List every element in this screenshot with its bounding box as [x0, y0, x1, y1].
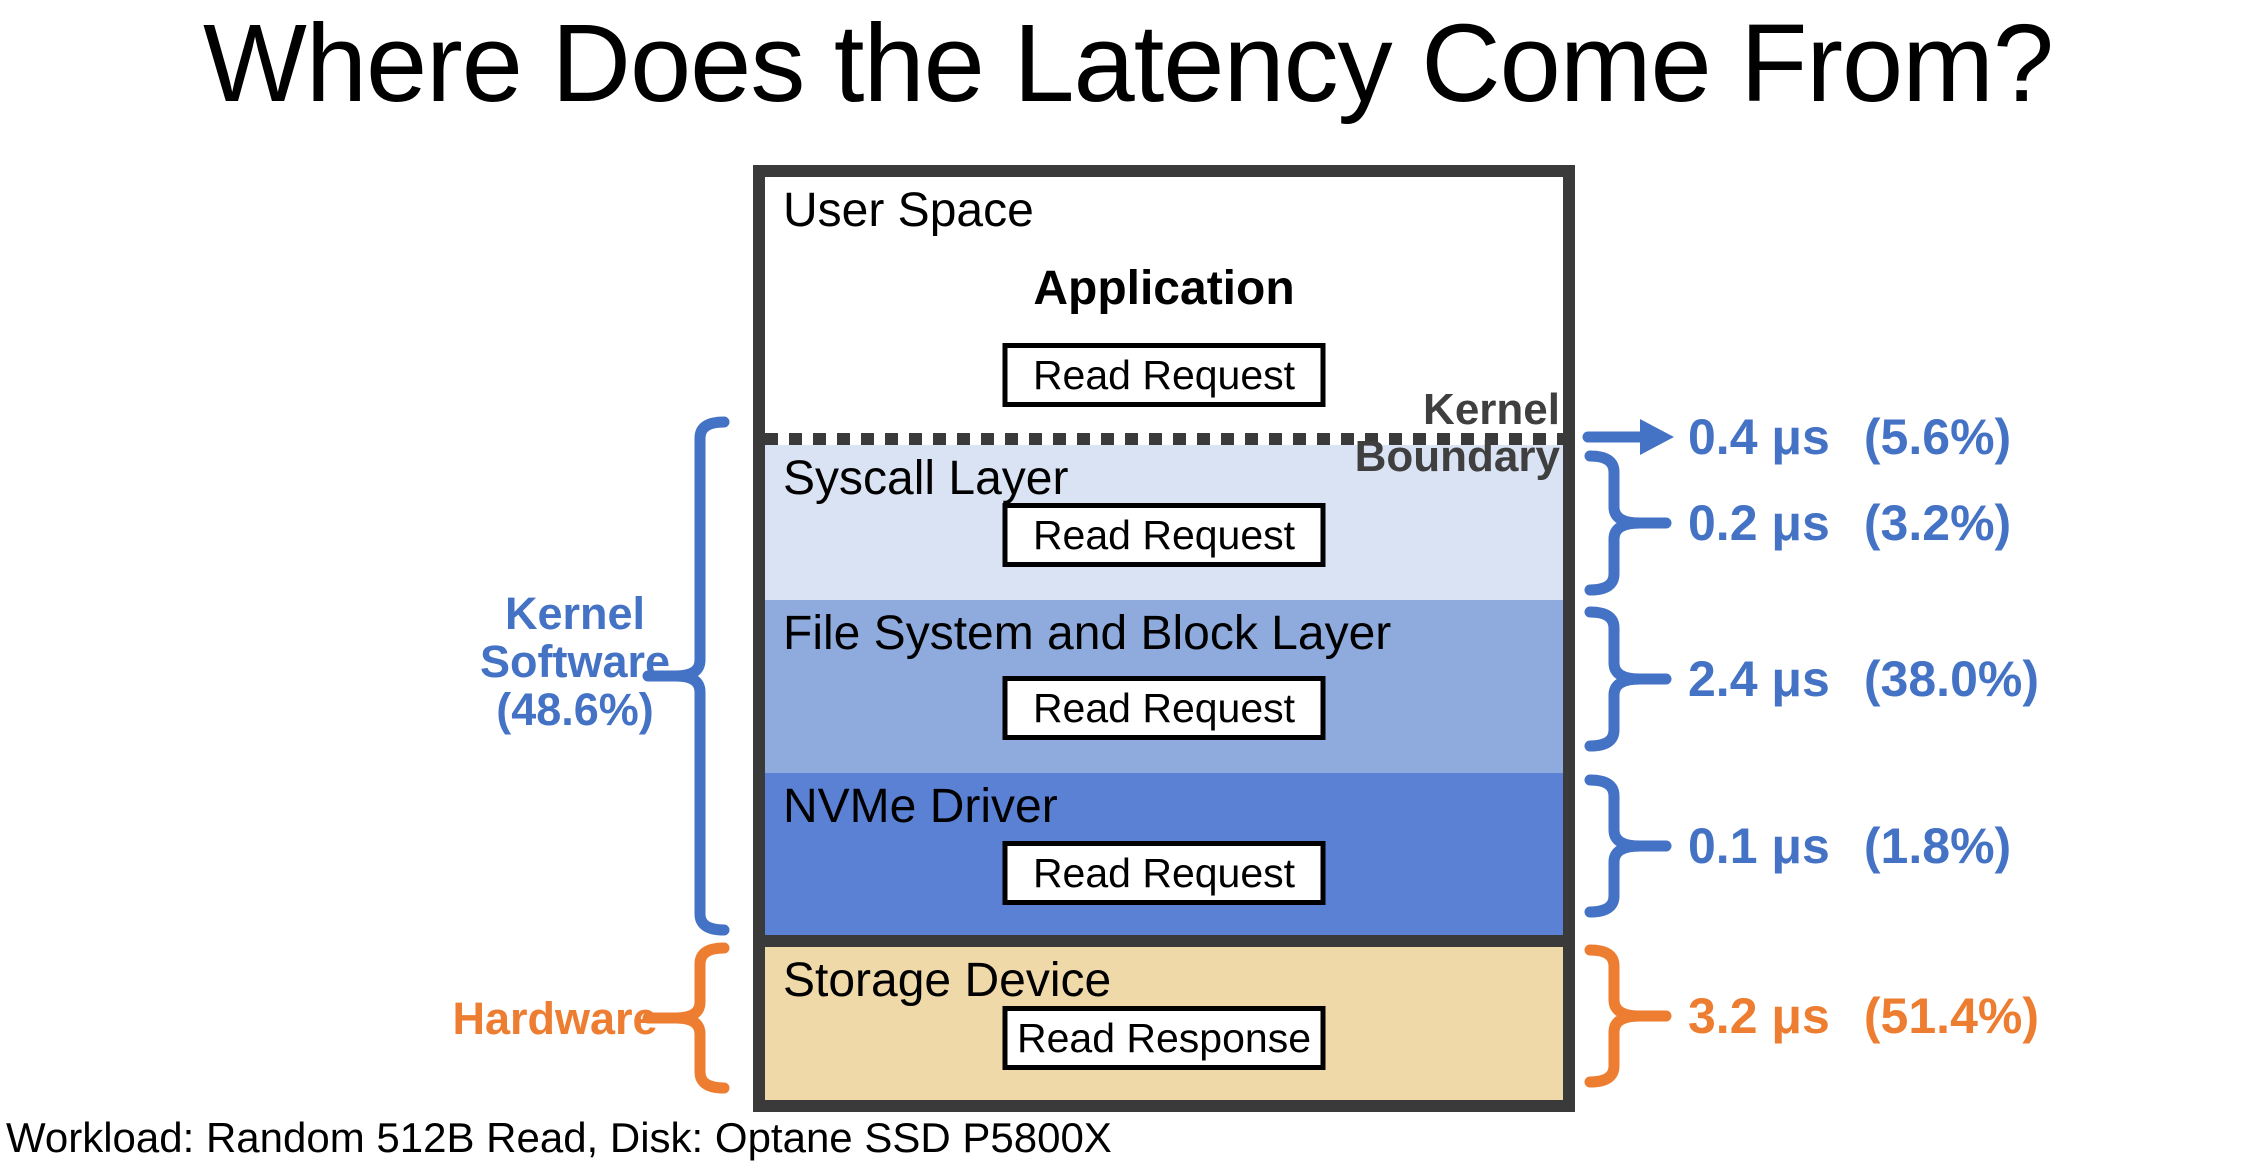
storage-cost: 3.2 μs (51.4%) — [1688, 985, 2039, 1047]
read-request-box-user: Read Request — [1002, 343, 1326, 407]
workload-caption: Workload: Random 512B Read, Disk: Optane… — [6, 1114, 1112, 1161]
filesystem-layer-label: File System and Block Layer — [783, 607, 1392, 660]
user-space-label: User Space — [783, 184, 1034, 237]
storage-device-section: Storage Device Read Response — [765, 947, 1563, 1100]
kernel-boundary-arrowhead — [1640, 419, 1674, 455]
kernel-software-label: Kernel Software (48.6%) — [420, 590, 730, 734]
storage-device-label: Storage Device — [783, 954, 1112, 1007]
kernel-boundary-dashed-line — [765, 433, 1563, 445]
kernel-boundary-label: Kernel Boundary — [1150, 386, 1560, 480]
filesystem-cost: 2.4 μs (38.0%) — [1688, 648, 2039, 710]
syscall-layer-label: Syscall Layer — [783, 452, 1069, 505]
latency-percent: (3.2%) — [1863, 495, 2012, 551]
nvme-driver-section: NVMe Driver Read Request — [765, 773, 1563, 935]
latency-value: 0.4 μs — [1688, 409, 1830, 465]
hardware-separator-line — [765, 935, 1563, 947]
filesystem-layer-section: File System and Block Layer Read Request — [765, 600, 1563, 773]
kernel-boundary-line1: Kernel — [1423, 385, 1560, 434]
kernel-boundary-line2: Boundary — [1354, 432, 1560, 481]
kernel-software-line1: Kernel — [504, 588, 646, 639]
latency-value: 3.2 μs — [1688, 988, 1830, 1044]
syscall-layer-section: Syscall Layer Read Request — [765, 445, 1563, 600]
storage-cost-brace — [1584, 944, 1646, 1088]
latency-value: 0.1 μs — [1688, 818, 1830, 874]
latency-percent: (38.0%) — [1863, 651, 2039, 707]
read-response-box-storage: Read Response — [1002, 1006, 1326, 1070]
read-request-box-nvme: Read Request — [1002, 841, 1326, 905]
syscall-cost: 0.2 μs (3.2%) — [1688, 492, 2011, 554]
latency-percent: (5.6%) — [1863, 409, 2012, 465]
latency-percent: (51.4%) — [1863, 988, 2039, 1044]
read-request-box-filesystem: Read Request — [1002, 676, 1326, 740]
syscall-cost-brace — [1584, 450, 1646, 596]
nvme-cost: 0.1 μs (1.8%) — [1688, 815, 2011, 877]
kernel-boundary-cost: 0.4 μs (5.6%) — [1688, 406, 2011, 468]
nvme-cost-brace — [1584, 774, 1646, 918]
latency-value: 2.4 μs — [1688, 651, 1830, 707]
io-layer-stack: User Space Application Read Request Sysc… — [753, 165, 1575, 1112]
kernel-software-line2: Software — [479, 636, 671, 687]
user-space-section: User Space Application Read Request — [765, 177, 1563, 433]
application-label: Application — [1033, 262, 1295, 315]
kernel-software-line3: (48.6%) — [496, 684, 654, 735]
read-request-box-syscall: Read Request — [1002, 503, 1326, 567]
slide-title: Where Does the Latency Come From? — [203, 2, 2054, 125]
latency-percent: (1.8%) — [1863, 818, 2012, 874]
latency-value: 0.2 μs — [1688, 495, 1830, 551]
filesystem-cost-brace — [1584, 606, 1646, 752]
nvme-driver-label: NVMe Driver — [783, 780, 1058, 833]
hardware-label: Hardware — [452, 993, 658, 1044]
